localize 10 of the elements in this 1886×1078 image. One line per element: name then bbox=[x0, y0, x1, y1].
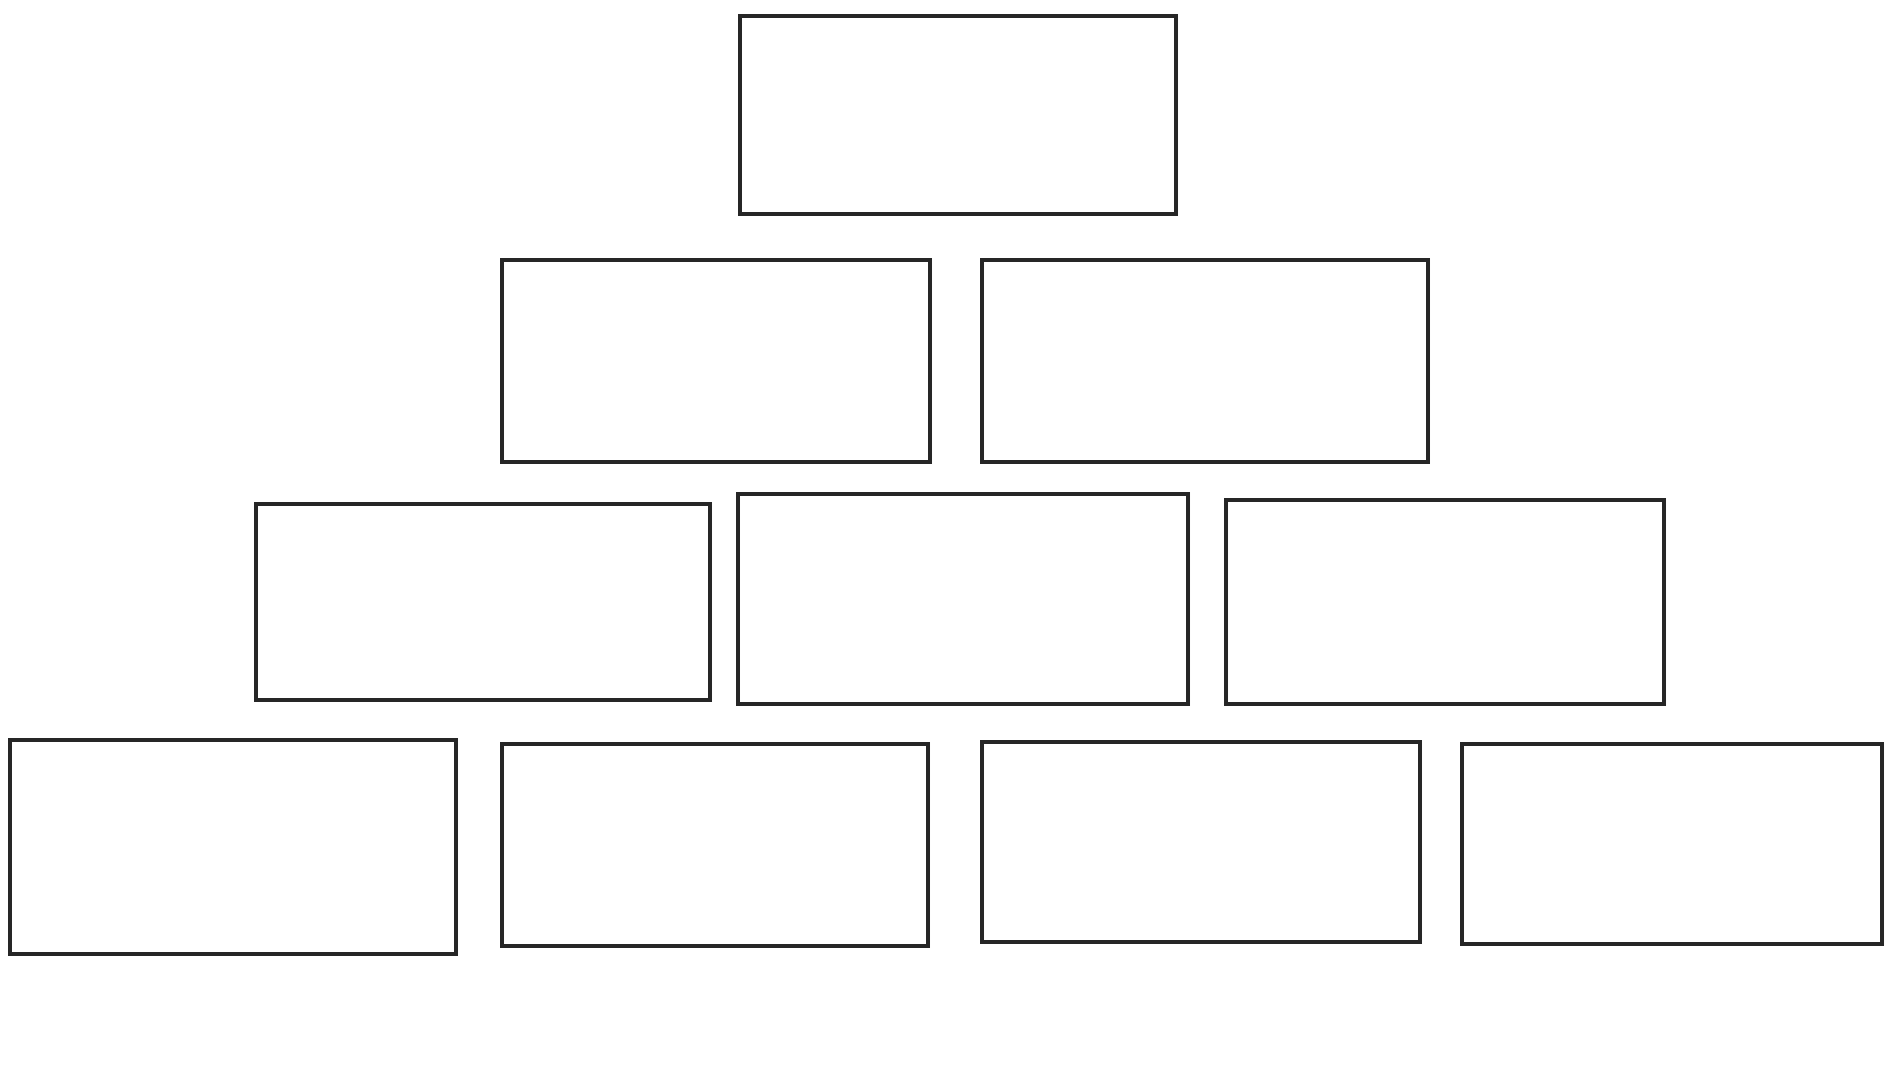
empty-box bbox=[8, 738, 458, 956]
empty-box bbox=[1460, 742, 1884, 946]
empty-box bbox=[254, 502, 712, 702]
empty-box bbox=[500, 742, 930, 948]
empty-box bbox=[1224, 498, 1666, 706]
empty-box bbox=[738, 14, 1178, 216]
empty-box bbox=[980, 740, 1422, 944]
empty-box bbox=[500, 258, 932, 464]
empty-box bbox=[736, 492, 1190, 706]
empty-box bbox=[980, 258, 1430, 464]
